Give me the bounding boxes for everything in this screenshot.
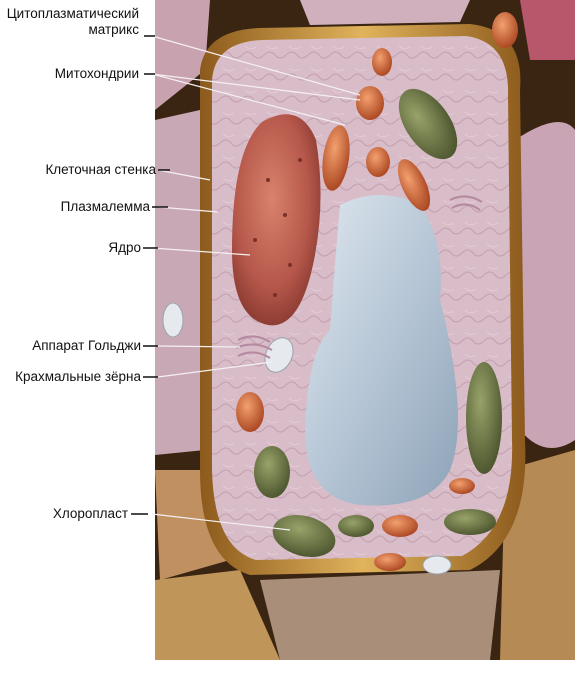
- label-cytoplasmic-matrix: Цитоплазматический матрикс: [7, 6, 139, 38]
- label-starch: Крахмальные зёрна: [15, 369, 141, 385]
- label-mitochondria: Митохондрии: [55, 66, 139, 82]
- label-chloroplast: Хлоропласт: [53, 506, 128, 522]
- label-matrix-line1: Цитоплазматический: [7, 6, 139, 22]
- label-nucleus: Ядро: [108, 240, 141, 256]
- label-golgi: Аппарат Гольджи: [32, 338, 141, 354]
- label-matrix-line2: матрикс: [7, 22, 139, 38]
- label-cell-wall: Клеточная стенка: [45, 162, 156, 178]
- label-plasmalemma: Плазмалемма: [61, 199, 150, 215]
